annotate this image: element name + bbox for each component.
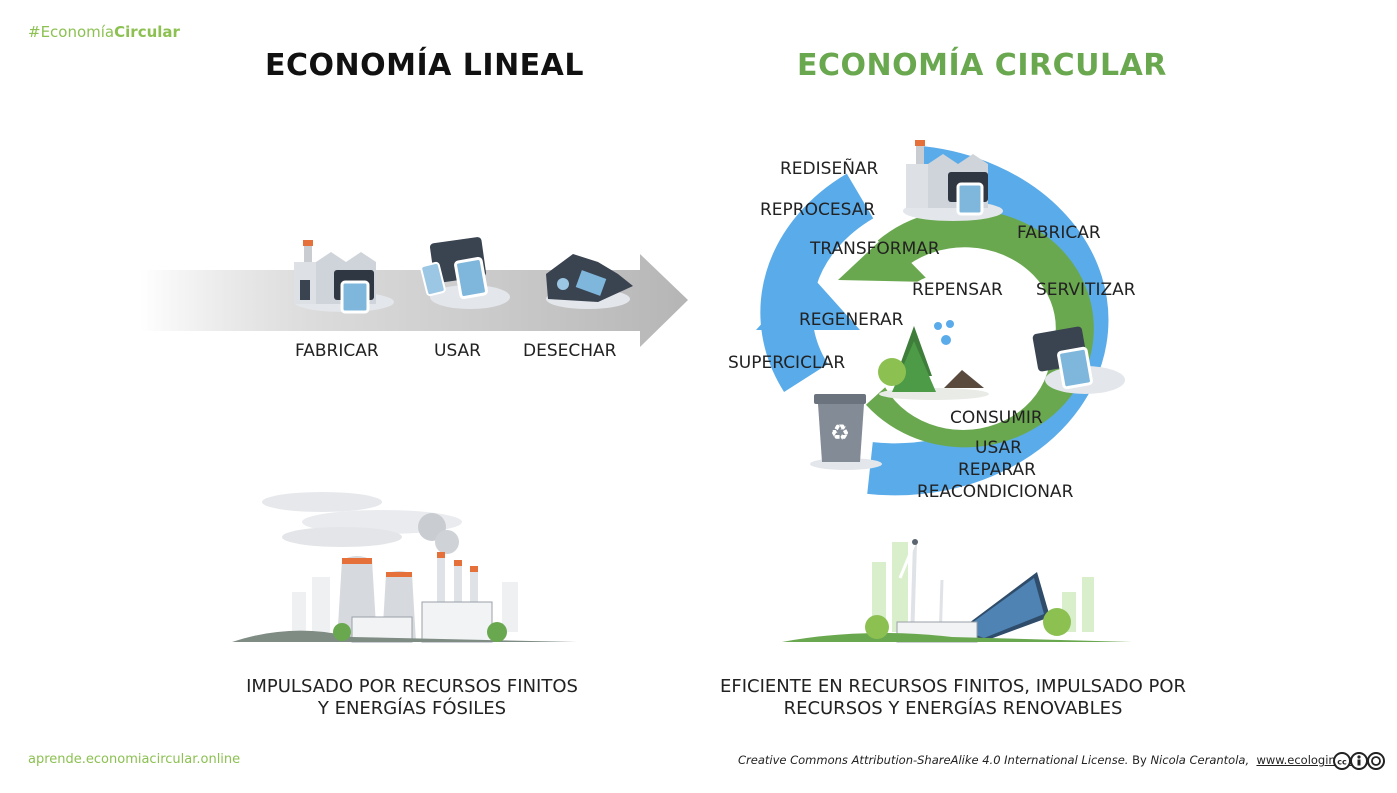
license-text[interactable]: Creative Commons Attribution-ShareAlike …: [738, 753, 1129, 767]
label-reparar: REPARAR: [958, 460, 1036, 480]
label-consumir: CONSUMIR: [950, 408, 1043, 428]
circular-factory-icon: [903, 140, 1003, 221]
factory-icon: [294, 240, 394, 314]
linear-step-usar: USAR: [434, 341, 481, 361]
devices-icon: [420, 237, 510, 309]
cc-by-sa-icon[interactable]: cc: [1333, 751, 1385, 771]
hashtag-prefix: #Economía: [28, 23, 115, 41]
linear-title: ECONOMÍA LINEAL: [265, 48, 585, 83]
label-fabricar: FABRICAR: [1017, 223, 1101, 243]
renewable-energy-illustration: [782, 506, 1132, 643]
by-text: By: [1128, 753, 1151, 767]
label-transformar: TRANSFORMAR: [810, 239, 940, 259]
recycle-bin-icon: ♻: [810, 394, 882, 470]
circular-caption-line2: RECURSOS Y ENERGÍAS RENOVABLES: [783, 698, 1123, 719]
fossil-power-plant-illustration: [232, 492, 577, 643]
footer-site-link[interactable]: aprende.economiacircular.online: [28, 752, 241, 767]
svg-text:♻: ♻: [830, 421, 850, 446]
linear-caption-line2: Y ENERGÍAS FÓSILES: [317, 698, 507, 719]
linear-step-fabricar: FABRICAR: [295, 341, 379, 361]
label-servitizar: SERVITIZAR: [1036, 280, 1136, 300]
circular-caption-line1: EFICIENTE EN RECURSOS FINITOS, IMPULSADO…: [720, 676, 1186, 697]
circular-title: ECONOMÍA CIRCULAR: [797, 48, 1167, 83]
label-regenerar: REGENERAR: [799, 310, 904, 330]
label-reacondicionar: REACONDICIONAR: [917, 482, 1074, 502]
svg-text:cc: cc: [1337, 758, 1347, 767]
linear-caption-line1: IMPULSADO POR RECURSOS FINITOS: [246, 676, 578, 697]
label-repensar: REPENSAR: [912, 280, 1003, 300]
linear-caption: IMPULSADO POR RECURSOS FINITOS Y ENERGÍA…: [232, 676, 592, 720]
hashtag: #EconomíaCircular: [28, 23, 180, 41]
trash-pile-icon: [546, 254, 633, 309]
label-superciclar: SUPERCICLAR: [728, 353, 846, 373]
hashtag-bold: Circular: [114, 23, 180, 41]
footer-license: Creative Commons Attribution-ShareAlike …: [738, 753, 1360, 767]
author-name: Nicola Cerantola,: [1150, 753, 1250, 767]
circular-caption: EFICIENTE EN RECURSOS FINITOS, IMPULSADO…: [710, 676, 1196, 720]
label-redisenar: REDISEÑAR: [780, 159, 879, 179]
label-usar: USAR: [975, 438, 1022, 458]
nature-icon: [878, 320, 989, 400]
circular-devices-icon: [1032, 326, 1125, 394]
linear-step-desechar: DESECHAR: [523, 341, 617, 361]
label-reprocesar: REPROCESAR: [760, 200, 876, 220]
